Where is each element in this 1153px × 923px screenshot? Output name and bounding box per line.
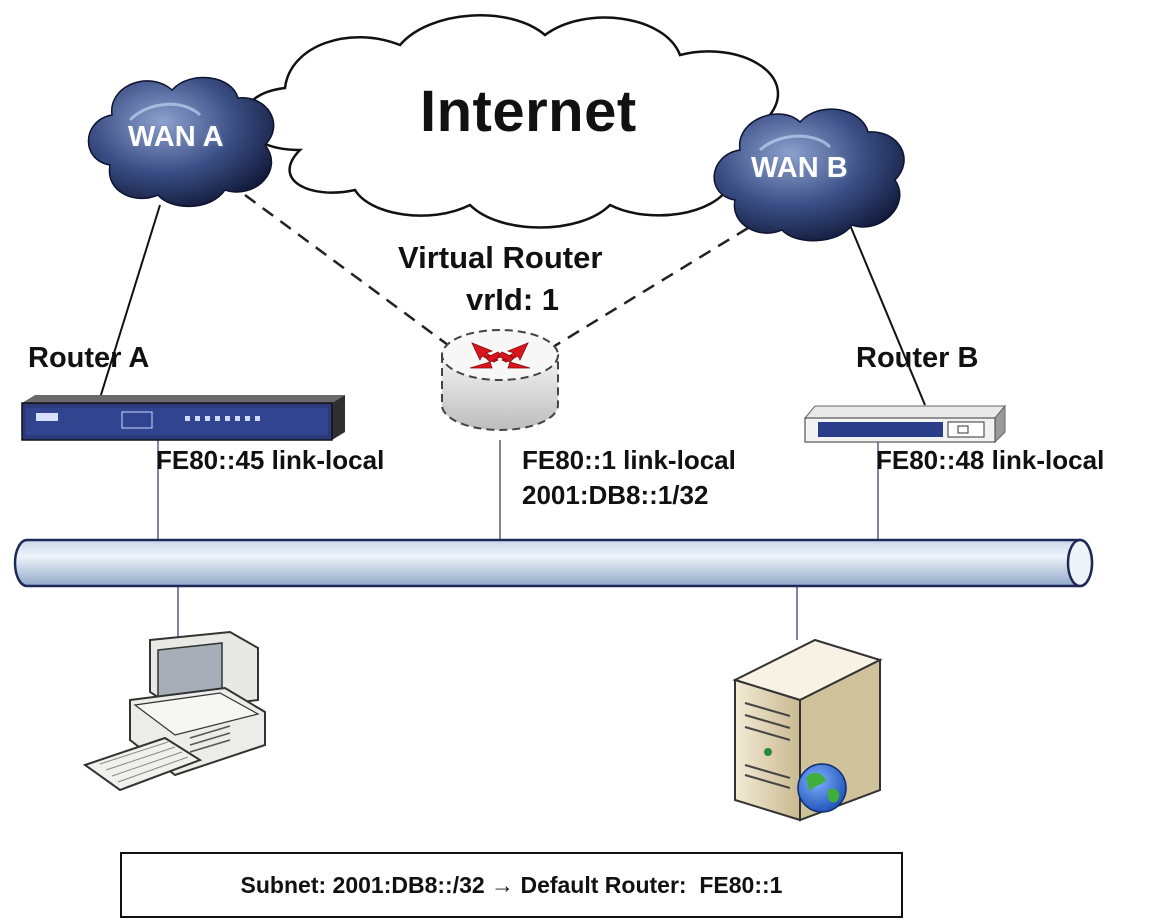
arrow-icon: →: [484, 871, 521, 898]
link-vr-wan-b: [547, 226, 749, 352]
wan-b-label: WAN B: [751, 152, 848, 184]
internet-label: Internet: [420, 79, 637, 144]
server-icon: [732, 638, 883, 822]
router-b-address: FE80::48 link-local: [876, 445, 1105, 475]
wan-b-cloud: [713, 108, 905, 242]
router-a-name: Router A: [28, 342, 150, 374]
link-wan-b-router-b: [849, 224, 926, 406]
subnet-text: Subnet: 2001:DB8::/32: [240, 871, 485, 898]
virtual-router-icon: [441, 329, 559, 431]
link-wan-a-router-a: [99, 204, 161, 399]
workstation-icon: [82, 630, 266, 792]
virtual-router-vrid: vrId: 1: [466, 282, 560, 317]
virtual-router-link-local-address: FE80::1 link-local: [522, 445, 736, 475]
router-a-device: [21, 395, 345, 441]
link-vr-wan-a: [244, 193, 449, 347]
wan-a-cloud: [87, 76, 275, 208]
router-b-device: [803, 404, 1007, 444]
internet-cloud: [242, 14, 795, 229]
router-b-name: Router B: [856, 342, 979, 374]
lan-bus: [13, 538, 1094, 588]
router-a-address: FE80::45 link-local: [156, 445, 385, 475]
virtual-router-global-address: 2001:DB8::1/32: [522, 480, 709, 510]
virtual-router-title: Virtual Router: [398, 240, 603, 275]
default-router-text: Default Router: FE80::1: [520, 871, 783, 898]
connection-lines: [99, 193, 926, 640]
subnet-info-box: Subnet: 2001:DB8::/32 → Default Router: …: [120, 852, 903, 918]
wan-a-label: WAN A: [128, 121, 224, 153]
